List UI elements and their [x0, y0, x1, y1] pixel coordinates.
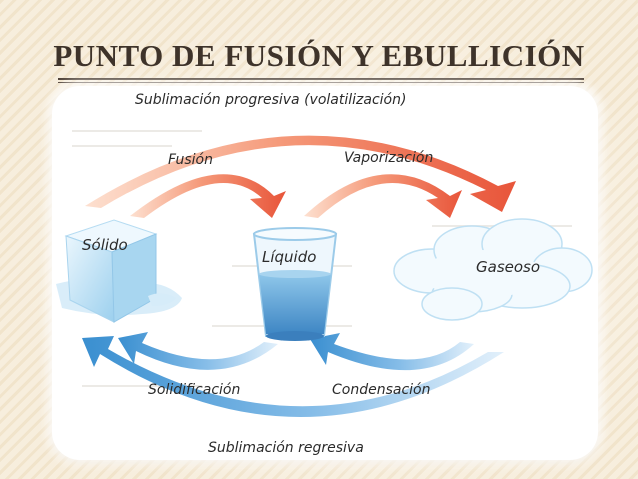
glass-of-water-illustration: [252, 227, 338, 341]
sublimation-regressive-arrow: [82, 336, 504, 418]
gas-state-label: Gaseoso: [476, 258, 541, 276]
solidification-label: Solidificación: [148, 382, 241, 398]
diagram-card: Sublimación progresiva (volatilización) …: [52, 86, 598, 460]
sublimation-regressive-label: Sublimación regresiva: [208, 440, 364, 456]
solid-state-label: Sólido: [82, 236, 128, 254]
sublimation-progressive-label: Sublimación progresiva (volatilización): [135, 92, 407, 108]
vaporization-label: Vaporización: [344, 150, 434, 166]
vaporization-arrow: [304, 174, 462, 218]
phase-diagram: [56, 130, 593, 418]
condensation-label: Condensación: [332, 382, 431, 398]
liquid-state-label: Líquido: [262, 248, 317, 266]
cloud-illustration: [393, 218, 593, 321]
condensation-arrow: [310, 333, 474, 371]
solidification-arrow: [118, 332, 278, 370]
title-underline: [58, 78, 584, 80]
sublimation-progressive-arrow: [85, 135, 516, 212]
fusion-arrow: [130, 174, 286, 218]
slide-title: PUNTO DE FUSIÓN Y EBULLICIÓN: [53, 38, 585, 73]
ice-cube-illustration: [56, 219, 182, 323]
title-underline-thin: [58, 82, 584, 83]
fusion-label: Fusión: [168, 152, 213, 168]
